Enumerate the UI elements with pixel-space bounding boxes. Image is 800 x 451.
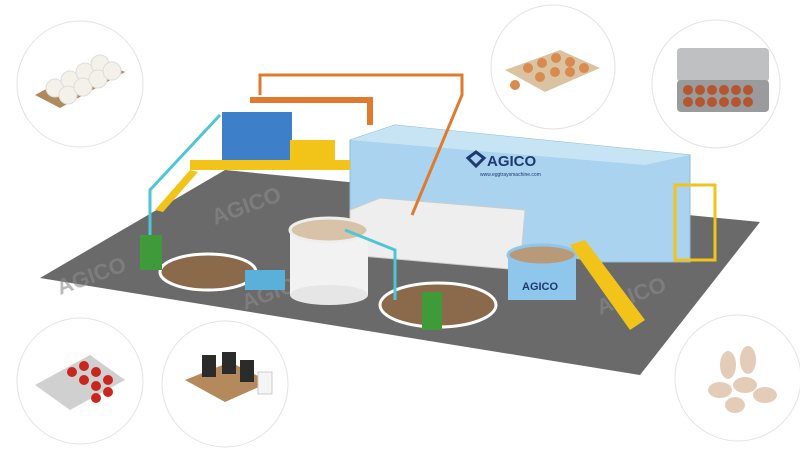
pulping-pit xyxy=(158,252,258,292)
product-thumbnails xyxy=(16,4,800,448)
brand-name: AGICO xyxy=(487,153,537,170)
vacuum-tank xyxy=(422,292,442,330)
drying-line-top xyxy=(350,125,690,165)
vacuum-tank xyxy=(140,235,162,270)
thumbnail-egg-tray-brown-eggs xyxy=(490,4,616,130)
conveyor xyxy=(570,240,645,330)
pipe xyxy=(250,97,373,125)
brand-website: www.eggtraysmachine.com xyxy=(480,172,541,178)
stairs xyxy=(155,170,198,212)
pump xyxy=(245,270,285,290)
thumbnail-apple-tray xyxy=(16,317,144,445)
pipe xyxy=(344,228,397,300)
pipe xyxy=(258,73,464,216)
thumbnail-cup-carrier xyxy=(161,320,289,448)
thumbnail-egg-carton-brown-eggs xyxy=(651,19,781,149)
forming-machine xyxy=(222,112,292,162)
pipe xyxy=(148,113,222,240)
agico-logo: AGICO www.eggtraysmachine.com xyxy=(465,150,541,178)
thumbnail-egg-tray-white-eggs xyxy=(16,20,144,148)
stairs xyxy=(673,183,717,262)
thumbnail-shoe-inserts xyxy=(674,314,800,442)
tank-brand-name: AGICO xyxy=(522,281,559,293)
